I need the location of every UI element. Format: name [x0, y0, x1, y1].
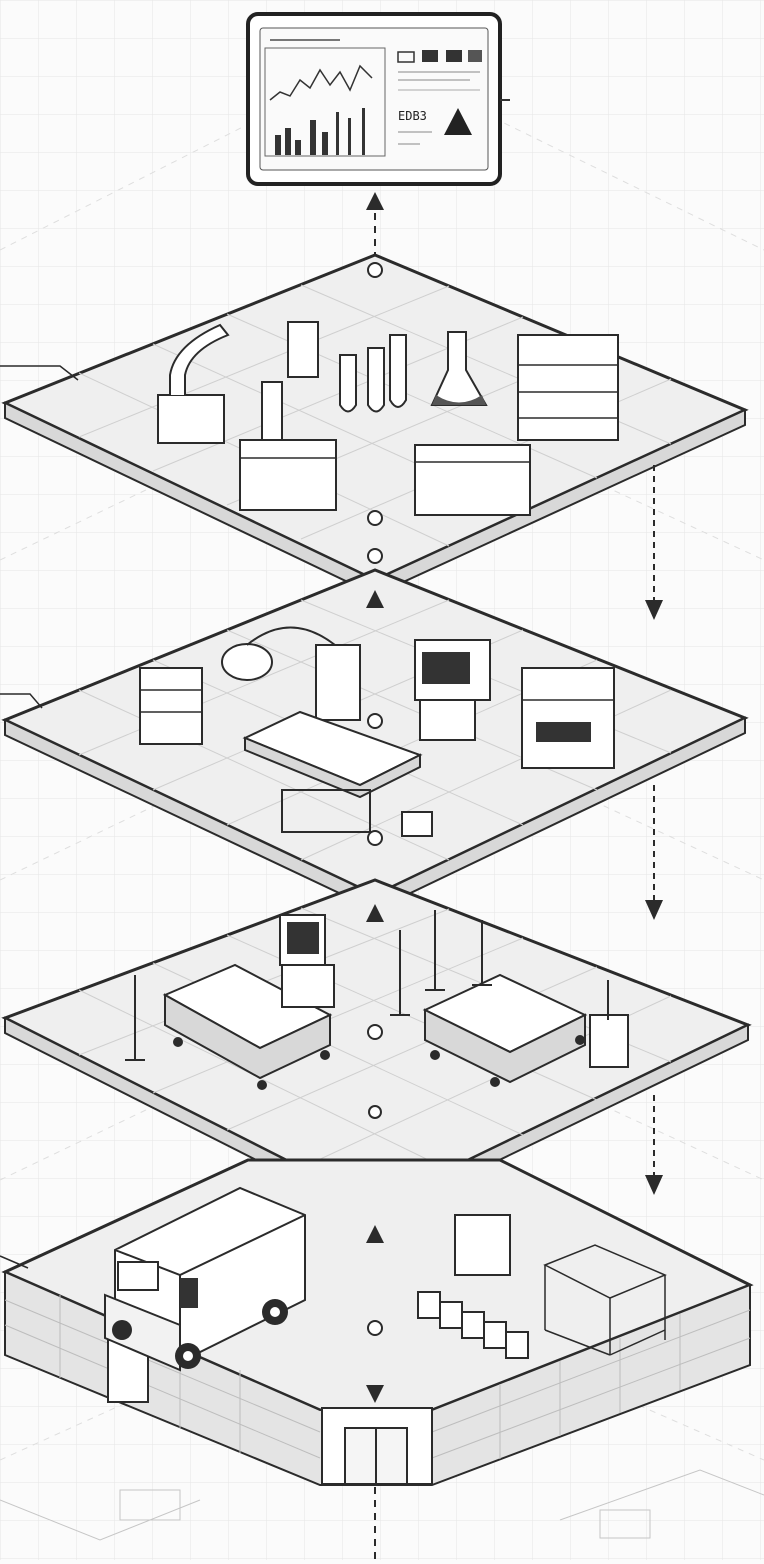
test-tube-icon [339, 354, 357, 413]
ambulance-window [180, 1278, 198, 1308]
test-tube-icon [389, 334, 407, 408]
floor-emergency-ground [1, 1158, 754, 1486]
arrow-up-icon [366, 1225, 384, 1243]
floor-surgery [1, 568, 749, 912]
node-marker [367, 262, 383, 278]
monitor-stand [419, 699, 476, 741]
line-chart-icon [269, 64, 373, 101]
ambulance-icon [104, 1186, 306, 1372]
node-marker [367, 830, 383, 846]
leader-line [0, 1255, 29, 1269]
blender-icon [261, 381, 283, 441]
leader-line [0, 693, 43, 709]
node-marker [367, 548, 383, 564]
node-marker [367, 713, 383, 729]
triangle-warning-icon [444, 108, 472, 135]
lab-bench-left [239, 439, 337, 511]
centrifuge-base [157, 394, 225, 444]
arrow-down-icon [645, 900, 663, 920]
floor-inpatient-ward [1, 878, 752, 1222]
surgical-lamp-icon [221, 643, 273, 681]
bedside-cabinet-icon [281, 964, 335, 1008]
arrow-down-icon [366, 1385, 384, 1403]
equipment-cabinet-icon [521, 667, 615, 769]
pedal-unit-icon [401, 811, 433, 837]
iv-stand-icon [125, 910, 609, 1061]
waiting-chairs-icon [417, 1291, 529, 1359]
dashboard-monitor: EDB3 [246, 12, 510, 186]
test-tube-icon [367, 347, 385, 413]
arrow-down-icon [645, 600, 663, 620]
arrow-up-icon [366, 192, 384, 210]
node-marker [367, 1024, 383, 1040]
leader-line [0, 365, 79, 381]
glass-room-icon [543, 1244, 667, 1356]
monitor-readout: EDB3 [398, 109, 427, 123]
arrow-down-icon [645, 1175, 663, 1195]
chart-panel [264, 47, 386, 157]
bedside-cabinet-icon [589, 1014, 629, 1068]
arrow-up-icon [366, 590, 384, 608]
site-plan-lines [0, 1469, 764, 1541]
node-marker [367, 510, 383, 526]
anesthesia-machine-icon [315, 644, 361, 721]
analyzer-icon [287, 321, 319, 378]
floor-laboratory [1, 253, 749, 597]
supply-cart-icon [139, 667, 203, 745]
bar-chart-icon [275, 108, 365, 155]
pipe-arm-icon [169, 323, 230, 395]
node-marker [367, 1320, 383, 1336]
lab-bench-right [414, 444, 531, 516]
shelf-unit-icon [517, 334, 619, 441]
node-marker [368, 1105, 382, 1119]
arrow-up-icon [366, 904, 384, 922]
partition-screen-icon [454, 1214, 511, 1276]
